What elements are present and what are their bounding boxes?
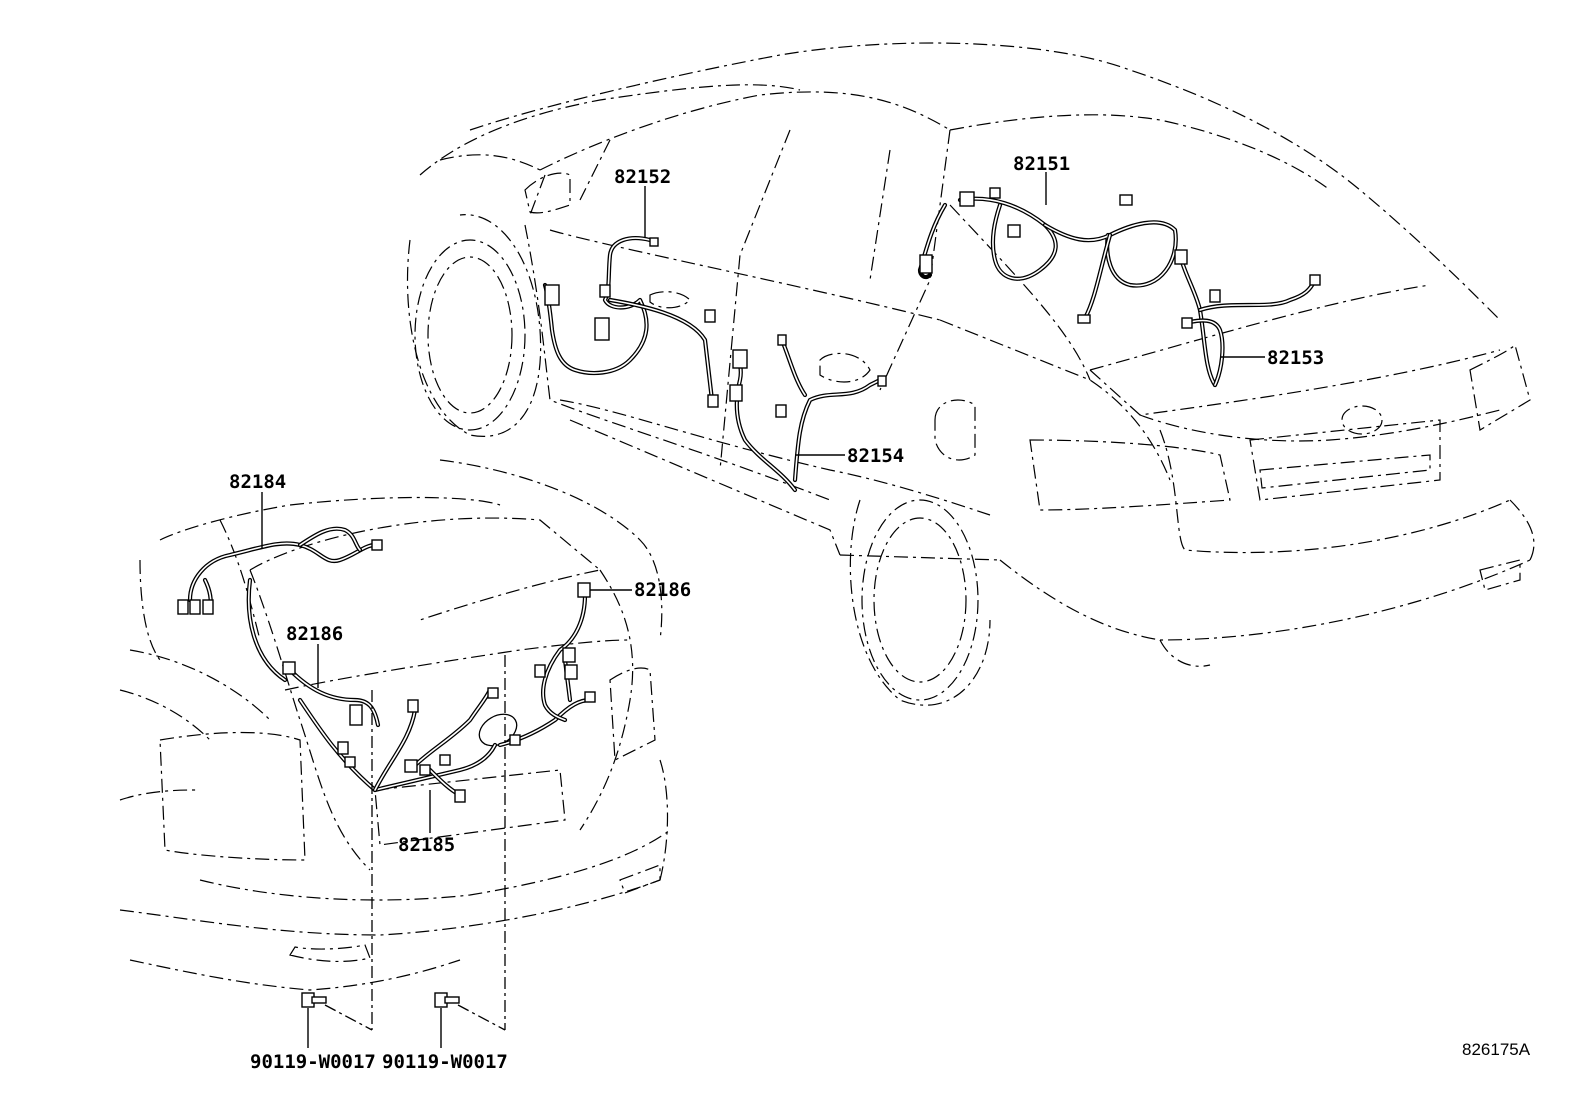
harness-82154 (729, 334, 887, 493)
label-82151: 82151 (1013, 153, 1070, 175)
harness-82151 (917, 187, 1178, 324)
leader-lines (261, 172, 1265, 833)
label-82186-right: 82186 (634, 579, 691, 601)
label-82184: 82184 (229, 471, 286, 493)
label-82154: 82154 (847, 445, 904, 467)
harness-82153 (1174, 249, 1321, 388)
bolt-guide-lines (324, 655, 506, 1031)
bolt-icon (434, 992, 460, 1048)
label-82186-left: 82186 (286, 623, 343, 645)
rear-car-body (119, 459, 671, 991)
figure-reference: 826175A (1462, 1040, 1531, 1059)
main-car-wheels (406, 214, 991, 706)
main-car-body (419, 42, 1535, 667)
harness-82152 (542, 236, 719, 408)
label-bolt-left: 90119-W0017 (250, 1051, 376, 1073)
label-82153: 82153 (1267, 347, 1324, 369)
label-82185: 82185 (398, 834, 455, 856)
bolt-icon (301, 992, 327, 1048)
label-82152: 82152 (614, 166, 671, 188)
label-bolt-right: 90119-W0017 (382, 1051, 508, 1073)
harness-82186-82185 (282, 582, 596, 803)
harness-82184 (177, 526, 383, 683)
